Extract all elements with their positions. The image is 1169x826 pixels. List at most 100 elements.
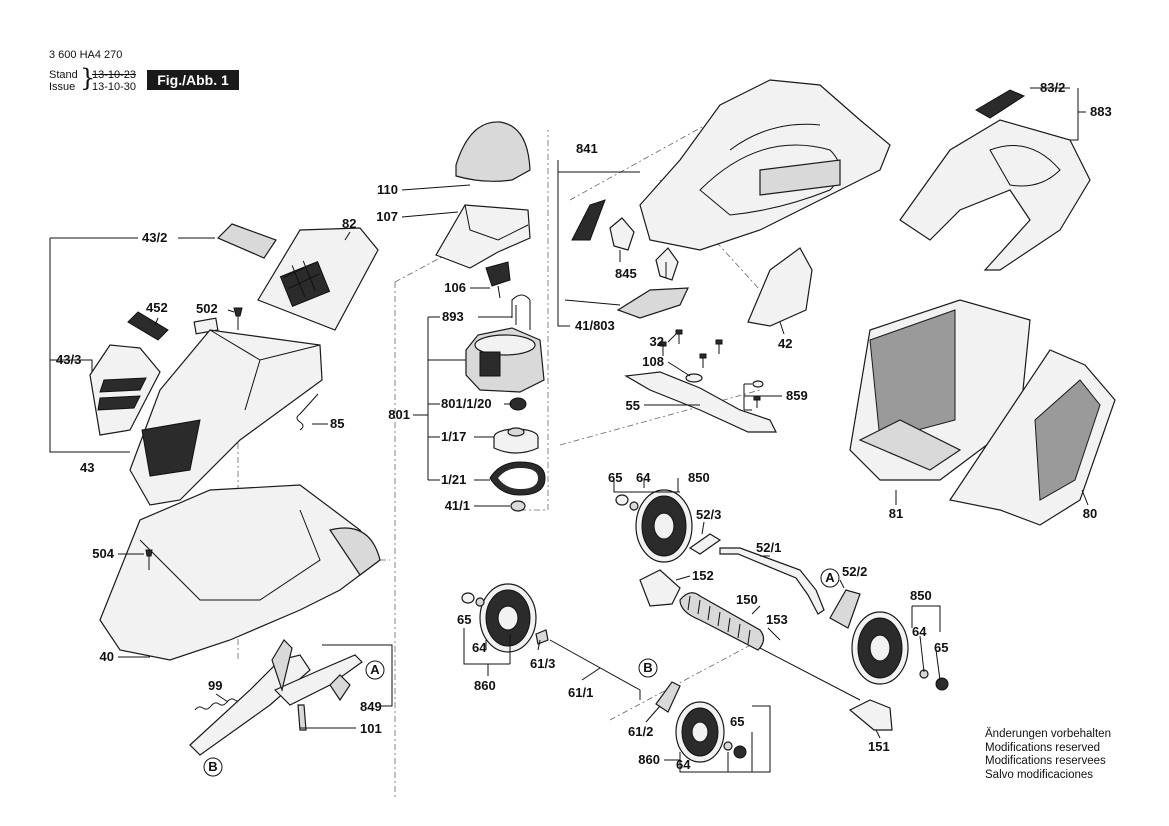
label-859: 859 bbox=[786, 388, 808, 403]
part-labels: 110 107 82 43/2 452 502 43/3 85 43 106 8… bbox=[56, 80, 1112, 772]
label-65-a: 65 bbox=[608, 470, 622, 485]
part-110-cap bbox=[455, 121, 531, 182]
label-860-a: 860 bbox=[474, 678, 496, 693]
marker-b-1: B bbox=[203, 757, 223, 777]
part-860-wheel-left bbox=[461, 583, 537, 653]
part-42-cover bbox=[747, 247, 813, 327]
label-110: 110 bbox=[377, 182, 398, 197]
part-52-3-washer bbox=[688, 533, 722, 555]
part-1-17-pulley bbox=[493, 427, 539, 454]
note-line: Änderungen vorbehalten bbox=[985, 728, 1111, 740]
stand-date: 13-10-23 bbox=[92, 69, 137, 81]
part-152-bushing bbox=[639, 569, 681, 607]
part-43-housing-top bbox=[129, 329, 323, 506]
part-55-blade bbox=[624, 371, 777, 433]
label-850-b: 850 bbox=[910, 588, 932, 603]
label-452: 452 bbox=[146, 300, 168, 315]
label-841: 841 bbox=[576, 141, 598, 156]
svg-text:B: B bbox=[643, 660, 652, 675]
label-43: 43 bbox=[80, 460, 94, 475]
label-80: 80 bbox=[1083, 506, 1097, 521]
part-860-wheel-bottom bbox=[675, 701, 747, 763]
part-83-2-grip bbox=[975, 89, 1026, 119]
label-504: 504 bbox=[92, 546, 114, 561]
label-64-d: 64 bbox=[676, 757, 691, 772]
part-40-deck bbox=[99, 484, 381, 661]
part-153-axle bbox=[759, 647, 861, 701]
brace-icon: } bbox=[80, 64, 96, 92]
label-40: 40 bbox=[100, 649, 114, 664]
part-43-3-grille bbox=[89, 344, 161, 436]
label-106: 106 bbox=[444, 280, 466, 295]
part-893-clip bbox=[511, 294, 531, 330]
label-845: 845 bbox=[615, 266, 637, 281]
part-841-upper-housing bbox=[639, 79, 891, 251]
part-107-housing bbox=[435, 204, 531, 269]
svg-text:A: A bbox=[370, 662, 380, 677]
part-81-grass-box bbox=[849, 299, 1031, 481]
label-43-2: 43/2 bbox=[142, 230, 167, 245]
part-801-motor bbox=[465, 327, 545, 393]
label-1-17: 1/17 bbox=[441, 429, 466, 444]
label-52-3: 52/3 bbox=[696, 507, 721, 522]
label-893: 893 bbox=[442, 309, 464, 324]
label-43-3: 43/3 bbox=[56, 352, 81, 367]
part-52-2-bracket bbox=[829, 589, 861, 629]
label-65-d: 65 bbox=[730, 714, 744, 729]
label-101: 101 bbox=[360, 721, 382, 736]
part-845-clip bbox=[571, 199, 679, 281]
label-883: 883 bbox=[1090, 104, 1112, 119]
part-80-side-guard bbox=[949, 349, 1116, 526]
part-504-screw bbox=[145, 549, 153, 570]
part-883-lid bbox=[899, 119, 1091, 271]
part-850-wheel-upper bbox=[615, 489, 693, 563]
doc-number: 3 600 HA4 270 bbox=[49, 49, 123, 61]
label-52-1: 52/1 bbox=[756, 540, 781, 555]
part-52-1-axle bbox=[719, 547, 825, 615]
figure-label: Fig./Abb. 1 bbox=[147, 70, 239, 90]
part-106-bracket bbox=[485, 261, 511, 299]
part-85-spring bbox=[296, 393, 319, 431]
note-line: Salvo modificaciones bbox=[985, 768, 1094, 781]
label-151: 151 bbox=[868, 739, 890, 754]
label-81: 81 bbox=[889, 506, 903, 521]
part-850-wheel-right bbox=[851, 611, 949, 691]
label-1-21: 1/21 bbox=[441, 472, 466, 487]
label-42: 42 bbox=[778, 336, 792, 351]
label-41-1: 41/1 bbox=[445, 498, 470, 513]
label-801: 801 bbox=[388, 407, 410, 422]
label-61-1: 61/1 bbox=[568, 685, 593, 700]
label-32: 32 bbox=[650, 334, 664, 349]
part-82-battery-cover bbox=[257, 227, 379, 331]
issue-label: Issue bbox=[49, 81, 76, 93]
label-65-b: 65 bbox=[934, 640, 948, 655]
svg-text:B: B bbox=[208, 759, 217, 774]
label-502: 502 bbox=[196, 301, 218, 316]
label-107: 107 bbox=[376, 209, 398, 224]
label-61-3: 61/3 bbox=[530, 656, 555, 671]
label-64-b: 64 bbox=[912, 624, 927, 639]
label-153: 153 bbox=[766, 612, 788, 627]
label-152: 152 bbox=[692, 568, 714, 583]
part-859-screws bbox=[752, 380, 764, 408]
label-82: 82 bbox=[342, 216, 356, 231]
label-849: 849 bbox=[360, 699, 382, 714]
label-64-c: 64 bbox=[472, 640, 487, 655]
part-801-1-20-bearing bbox=[509, 397, 527, 411]
label-850-a: 850 bbox=[688, 470, 710, 485]
marker-a-2: A bbox=[820, 568, 840, 588]
label-64-a: 64 bbox=[636, 470, 651, 485]
leader-lines bbox=[49, 87, 1089, 773]
label-41-803: 41/803 bbox=[575, 318, 615, 333]
marker-b-2: B bbox=[638, 658, 658, 678]
stand-label: Stand bbox=[49, 69, 78, 81]
note-line: Modifications reservees bbox=[985, 755, 1106, 767]
part-43-2-key bbox=[216, 223, 277, 259]
label-52-2: 52/2 bbox=[842, 564, 867, 579]
part-452-label bbox=[127, 311, 169, 341]
label-860-b: 860 bbox=[638, 752, 660, 767]
label-801-1-20: 801/1/20 bbox=[441, 396, 492, 411]
part-41-1-gear bbox=[510, 500, 526, 512]
part-32-screws bbox=[659, 329, 723, 368]
